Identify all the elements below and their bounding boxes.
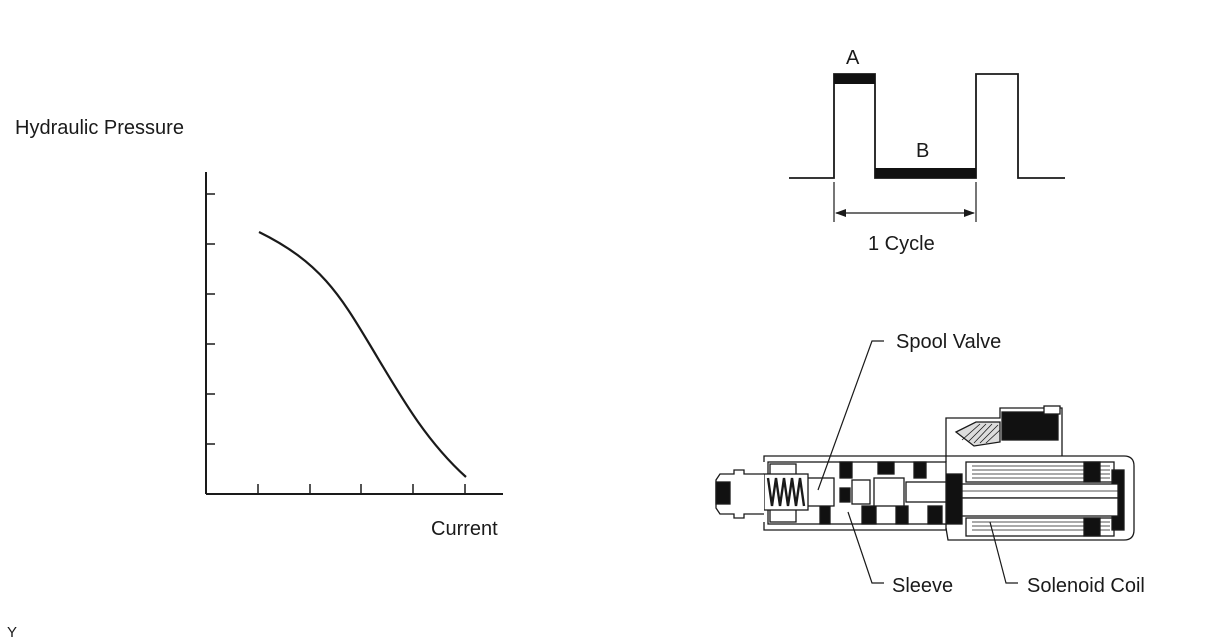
sleeve-leader [847,511,884,584]
solenoid-valve-illustration [715,340,1135,584]
connector-housing [945,407,1063,456]
spool-land-1 [805,477,835,507]
sleeve-label: Sleeve [892,575,953,597]
solenoid-coil-leader [989,521,1018,584]
spool-land-3 [873,477,905,507]
spool-stem [905,481,947,503]
arrowhead-left [835,209,846,217]
spool-valve-leader [817,340,884,491]
spool-valve-label: Spool Valve [896,331,1001,353]
pressure-curve [258,231,467,478]
solenoid-housing [945,455,1135,541]
connector-terminal [1001,411,1059,441]
pressure-current-graph: Hydraulic Pressure Current [15,117,503,540]
waveform-line [789,73,1065,179]
spring [766,477,806,507]
arrowhead-right [964,209,975,217]
y-axis-ticks [206,193,215,445]
segment-b-bar [875,168,976,178]
segment-a-bar [834,74,875,84]
spool-land-2 [851,479,871,505]
y-axis-label: Hydraulic Pressure [15,117,184,139]
figure-code: Y [7,624,17,641]
label-a: A [846,47,860,69]
duty-cycle-waveform: A B 1 Cycle [789,47,1065,255]
x-axis-label: Current [431,518,498,540]
solenoid-coil-label: Solenoid Coil [1027,575,1145,597]
cycle-label: 1 Cycle [868,233,935,255]
label-b: B [916,140,929,162]
sleeve-outline [763,455,947,531]
x-axis-ticks [257,484,466,494]
